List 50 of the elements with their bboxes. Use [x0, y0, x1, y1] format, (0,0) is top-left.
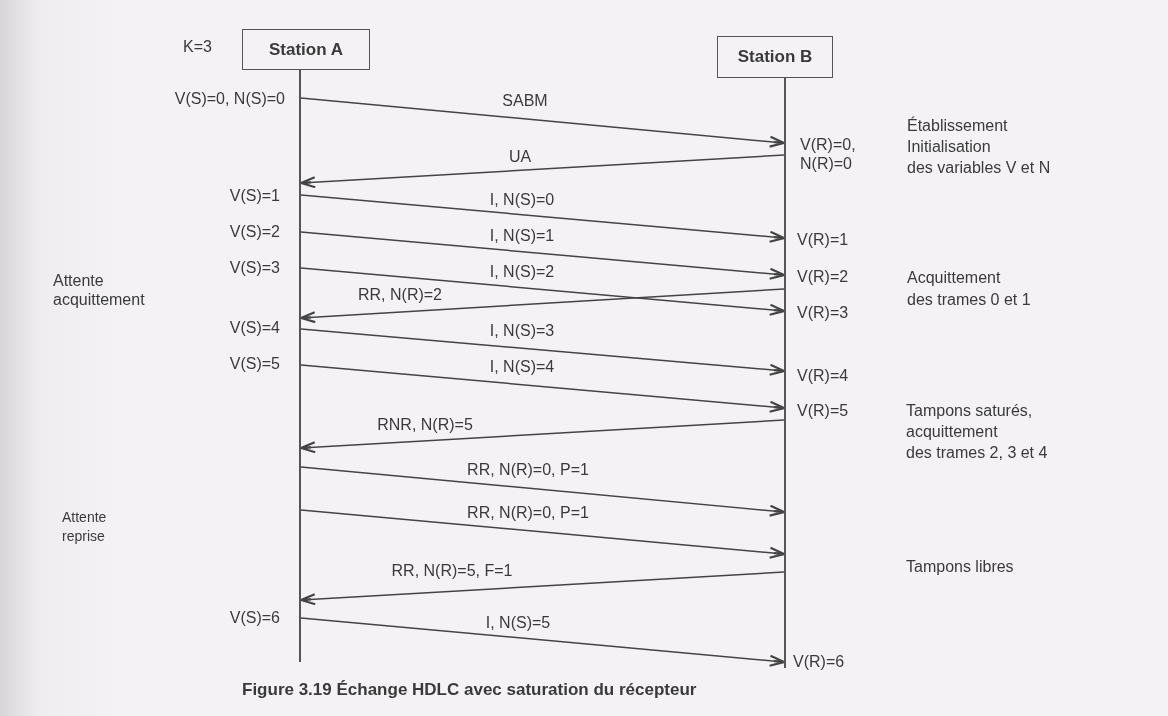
state-variable: V(S)=5	[229, 354, 280, 373]
message-arrow	[300, 231, 786, 280]
annotation-note: Acquittement	[907, 268, 1001, 287]
edge-label: RR, N(R)=0, P=1	[465, 461, 591, 478]
lifeline	[784, 78, 786, 668]
message-arrow	[300, 617, 786, 667]
state-variable: V(S)=6	[229, 608, 280, 627]
state-variable: V(S)=4	[229, 318, 280, 337]
state-variable: V(R)=1	[797, 230, 849, 249]
edge-label: RR, N(R)=0, P=1	[465, 504, 591, 521]
message-arrow	[300, 509, 786, 559]
edge-label: RR, N(R)=2	[356, 286, 444, 303]
message-arrow	[300, 466, 786, 517]
annotation-note: Tampons libres	[906, 557, 1014, 576]
figure-caption: Figure 3.19 Échange HDLC avec saturation du récepteur	[242, 680, 697, 700]
state-variable: V(R)=2	[797, 267, 849, 286]
side-note: Attente acquittement	[53, 271, 146, 309]
message-arrow	[300, 267, 786, 316]
state-variable: V(S)=1	[229, 186, 280, 205]
state-variable: V(R)=4	[797, 366, 849, 385]
message-arrow	[300, 194, 786, 243]
message-arrow	[299, 154, 785, 189]
state-variable: V(R)=3	[797, 303, 849, 322]
message-arrow	[300, 364, 786, 413]
annotation-note: Initialisation	[907, 137, 991, 156]
message-arrow	[300, 328, 786, 376]
message-arrow	[299, 419, 785, 454]
annotation-note: Établissement	[907, 116, 1008, 135]
message-arrow	[299, 571, 785, 606]
station-box: Station A	[242, 29, 370, 70]
annotation-note: Tampons saturés,	[906, 401, 1033, 420]
state-variable: V(R)=0, N(R)=0	[800, 135, 857, 173]
station-box: Station B	[717, 36, 833, 78]
state-variable: V(R)=5	[797, 401, 849, 420]
annotation-note: des trames 0 et 1	[907, 290, 1031, 309]
annotation-note: des variables V et N	[907, 158, 1051, 177]
state-variable: V(S)=0, N(S)=0	[174, 89, 285, 108]
message-arrow	[300, 97, 786, 148]
edge-label: SABM	[500, 92, 550, 109]
window-size-label: K=3	[183, 37, 212, 56]
state-variable: V(S)=3	[229, 258, 280, 277]
annotation-note: des trames 2, 3 et 4	[906, 443, 1048, 462]
edge-label: RR, N(R)=5, F=1	[389, 562, 515, 579]
lifeline	[299, 70, 301, 662]
edge-label: RNR, N(R)=5	[375, 416, 475, 433]
state-variable: V(S)=2	[229, 222, 280, 241]
annotation-note: acquittement	[906, 422, 998, 441]
message-arrow	[299, 288, 785, 324]
state-variable: V(R)=6	[793, 652, 845, 671]
side-note: Attente reprise	[62, 508, 108, 546]
